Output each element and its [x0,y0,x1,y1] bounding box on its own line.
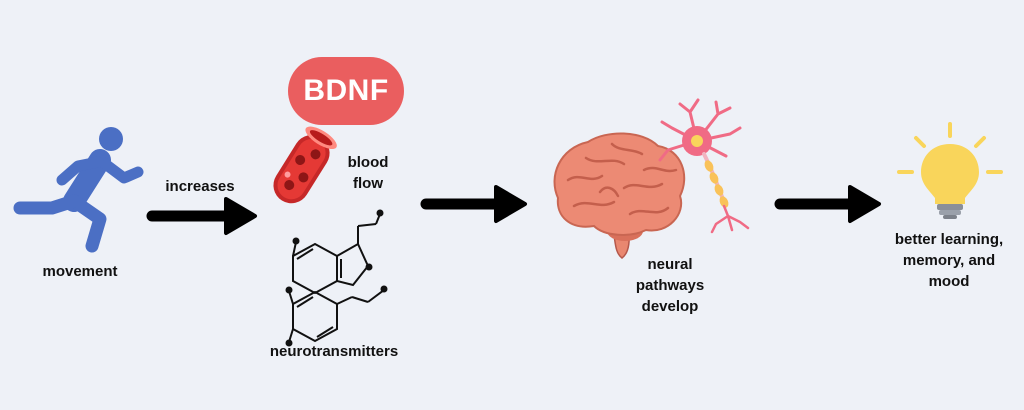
blood-flow-label: blood flow [338,152,398,194]
neural-label-line: neural [647,256,693,273]
serotonin-molecule-icon [292,209,384,295]
increases-label: increases [165,178,235,195]
dopamine-molecule-icon [285,285,388,347]
outcome-line-2: memory, and [902,252,996,269]
arrow-movement-to-bdnf [146,197,257,235]
neurotransmitters-label: neurotransmitters [269,343,399,360]
running-person-icon [13,127,144,253]
develop-label-line: develop [641,298,699,315]
blood-vessel-icon [273,126,337,204]
flow-label-line: flow [353,175,383,192]
arrow-bdnf-to-brain [420,185,527,223]
neural-pathways-label: neural pathways develop [620,254,720,317]
movement-label: movement [42,263,118,280]
outcome-line-3: mood [928,273,970,290]
bdnf-badge: BDNF [288,57,404,125]
brain-icon [553,132,686,259]
lightbulb-icon [897,122,1003,219]
blood-label-line: blood [347,154,389,171]
outcome-label: better learning, memory, and mood [876,229,1022,292]
outcome-line-1: better learning, [894,231,1004,248]
neuron-icon [658,98,750,234]
arrow-brain-to-outcome [774,185,881,223]
pathways-label-line: pathways [635,277,705,294]
